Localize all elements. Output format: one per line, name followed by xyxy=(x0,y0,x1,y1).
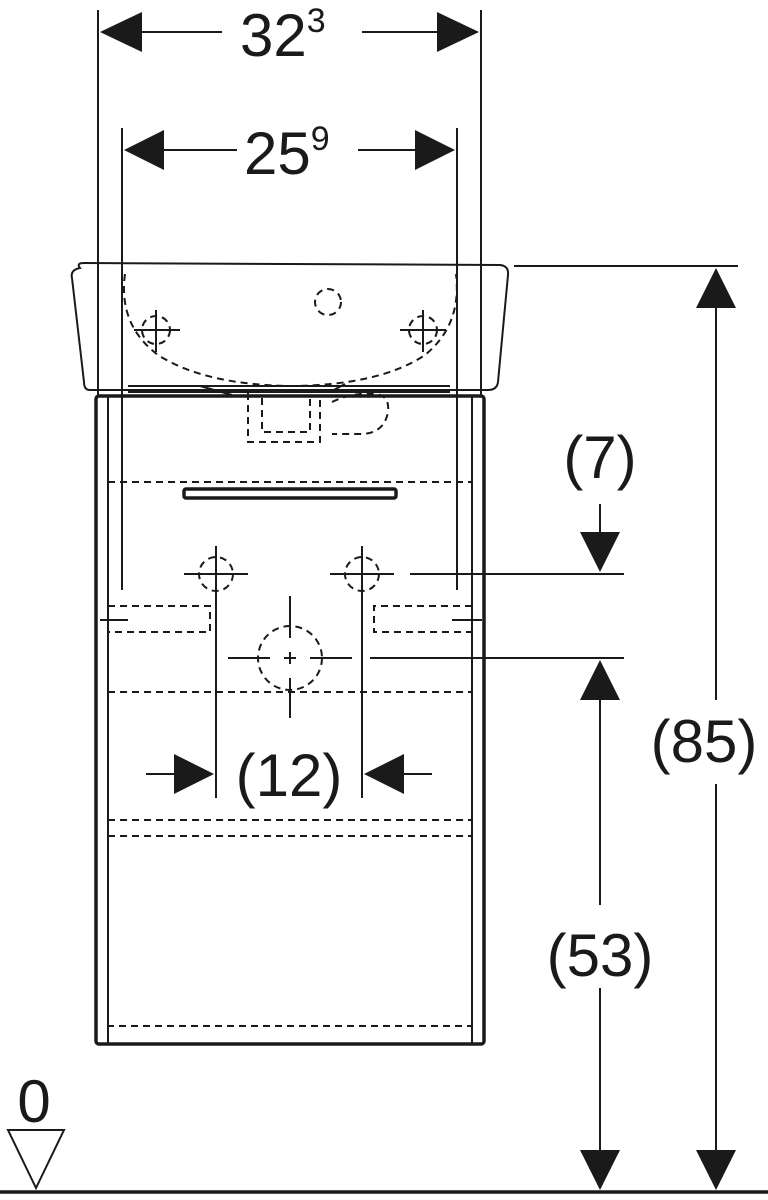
tap-spacing-dimension: (12) xyxy=(146,604,432,809)
floor-level-marker: 0 xyxy=(0,1068,768,1194)
tap-hole-left-icon xyxy=(134,310,180,352)
overall-height-label: (85) xyxy=(651,708,758,775)
arrow-down-icon xyxy=(580,532,620,572)
washbasin xyxy=(70,261,510,443)
drawer-handle xyxy=(182,487,398,500)
level-triangle-icon xyxy=(6,1129,66,1191)
arrow-left-icon xyxy=(100,12,142,52)
water-supply-right-icon xyxy=(330,546,394,604)
hole-spacing-label: 259 xyxy=(244,120,330,187)
floor-level-label: 0 xyxy=(17,1068,50,1135)
arrow-right-icon xyxy=(437,12,479,52)
arrow-left-icon xyxy=(124,130,164,170)
offset-dimension: (7) xyxy=(410,424,637,575)
overall-width-label: 323 xyxy=(240,2,326,69)
siphon xyxy=(247,392,390,443)
offset-label: (7) xyxy=(563,424,636,491)
drain-height-label: (53) xyxy=(547,922,654,989)
arrow-down-icon xyxy=(580,1150,620,1190)
waste-outlet-icon xyxy=(228,596,352,718)
drain-height-dimension: (53) xyxy=(370,657,654,1190)
hole-spacing-dimension: 259 xyxy=(121,120,458,590)
arrow-left-icon xyxy=(364,754,404,794)
tap-hole-right-icon xyxy=(400,310,446,352)
arrow-right-icon xyxy=(174,754,214,794)
overall-width-dimension: 323 xyxy=(97,2,482,395)
arrow-down-icon xyxy=(696,1150,736,1190)
vanity-cabinet xyxy=(94,394,486,1046)
arrow-up-icon xyxy=(696,268,736,308)
overall-height-dimension: (85) xyxy=(514,265,758,1190)
arrow-right-icon xyxy=(415,130,455,170)
tap-spacing-label: (12) xyxy=(236,742,343,809)
arrow-up-icon xyxy=(580,660,620,700)
overflow-icon xyxy=(314,288,342,316)
water-supply-left-icon xyxy=(184,546,248,604)
